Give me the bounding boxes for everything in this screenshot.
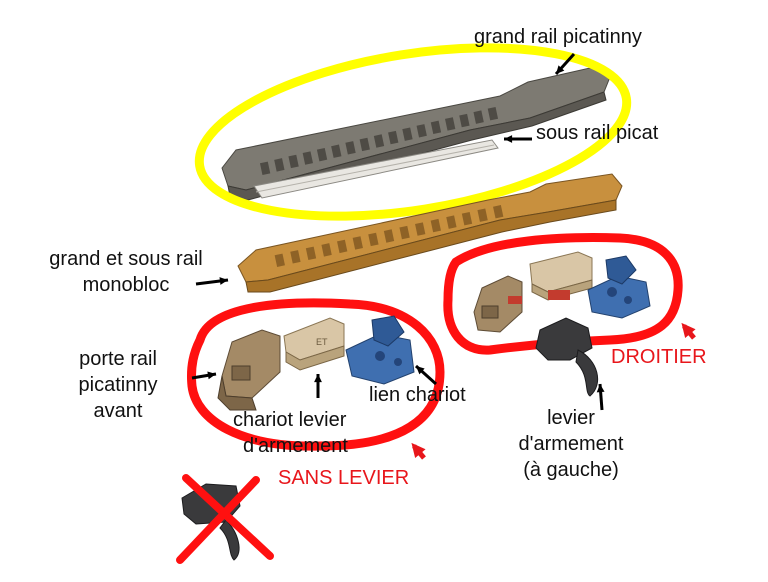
droitier-porte-rail-part [474,276,522,332]
porte-rail-part [218,330,280,410]
label-porte-rail-line2: picatinny [58,373,178,397]
arrow-chariot-head [314,374,322,382]
chariot-part: ET [284,318,344,370]
label-monobloc-line1: grand et sous rail [28,247,224,271]
label-chariot-line1: chariot levier [233,408,346,432]
label-porte-rail-line3: avant [58,399,178,423]
droitier-chariot-part [530,252,592,300]
label-porte-rail-line1: porte rail [58,347,178,371]
label-sans-levier: SANS LEVIER [278,466,409,490]
droitier-lien-chariot-part [588,256,650,318]
label-droitier: DROITIER [611,345,707,369]
arrow-sous-rail-head [504,135,512,143]
label-monobloc-line2: monobloc [28,273,224,297]
label-levier-line3: (à gauche) [496,458,646,482]
label-levier-line1: levier [496,406,646,430]
label-grand-rail: grand rail picatinny [474,25,642,49]
arrow-levier-head [597,384,605,392]
label-sous-rail: sous rail picat [536,121,658,145]
label-levier-line2: d'armement [496,432,646,456]
levier-armement-part [536,318,598,396]
lien-chariot-part [346,316,414,384]
label-chariot-line2: d'armement [243,434,348,458]
label-lien-chariot: lien chariot [369,383,466,407]
chariot-engraving: ET [316,337,328,347]
